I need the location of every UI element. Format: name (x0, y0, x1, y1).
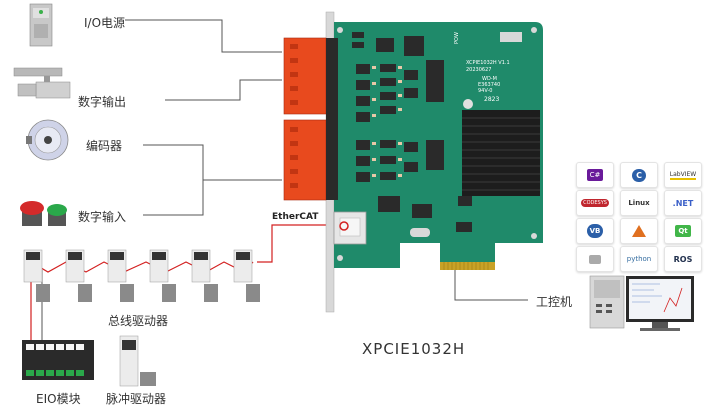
board-cert-2: E363740 (478, 82, 500, 88)
lang-linux-label: Linux (628, 199, 650, 207)
label-ethercat: EtherCAT (272, 212, 319, 222)
lang-python-label: python (626, 255, 652, 263)
lang-vb-label: VB (586, 224, 604, 238)
lang-labview-label: LabVIEW (669, 170, 697, 180)
terminal-blocks (283, 37, 338, 201)
matlab-icon (632, 225, 646, 237)
label-eio-module: EIO模块 (36, 392, 81, 406)
lang-csharp-icon: C# (576, 162, 614, 188)
lang-printer-icon (576, 246, 614, 272)
printer-icon (589, 254, 601, 264)
label-digital-output: 数字输出 (78, 95, 127, 109)
pulse-driver-device (119, 335, 156, 387)
connector-lines (125, 19, 528, 301)
board-cert-3: 94V-0 (478, 88, 492, 94)
lang-python-icon: python (620, 246, 658, 272)
product-title: XPCIE1032H (362, 340, 466, 358)
industrial-pc (589, 275, 694, 331)
label-bus-driver: 总线驱动器 (108, 314, 169, 328)
board-year: 2823 (484, 96, 499, 103)
push-buttons (20, 201, 67, 226)
pcie-edge (440, 262, 495, 270)
ethercat-chain (30, 224, 336, 344)
lang-labview-icon: LabVIEW (664, 162, 702, 188)
board-cert-1: WD-M (482, 76, 497, 82)
lang-vb-icon: VB (576, 218, 614, 244)
lang-ros-icon: ROS (664, 246, 702, 272)
label-encoder: 编码器 (86, 139, 123, 153)
board-components (352, 32, 472, 232)
board-silkscreen: XCPIE1032H V1.1 20230627 WD-M E363740 94… (454, 32, 510, 103)
eio-module-device (22, 340, 94, 380)
lang-qt-icon: Qt (664, 218, 702, 244)
label-ipc: 工控机 (536, 295, 573, 309)
lang-matlab-icon (620, 218, 658, 244)
label-pulse-driver: 脉冲驱动器 (106, 392, 167, 406)
lang-qt-label: Qt (675, 225, 691, 237)
label-digital-input: 数字输入 (78, 210, 127, 224)
lang-linux-icon: Linux (620, 190, 658, 216)
bus-drivers (23, 249, 260, 302)
lang-ros-label: ROS (673, 254, 693, 264)
label-io-power: I/O电源 (84, 16, 126, 30)
lang-codesys-icon: CODESYS (576, 190, 614, 216)
board-date: 20230627 (466, 67, 491, 73)
lang-codesys-label: CODESYS (581, 199, 609, 207)
lang-dotnet-icon: .NET (664, 190, 702, 216)
pneumatic-valve (13, 67, 71, 99)
lang-dotnet-label: .NET (672, 198, 694, 208)
board-model: XCPIE1032H V1.1 (466, 60, 510, 66)
encoder-device (26, 119, 69, 161)
lang-c-icon: C (620, 162, 658, 188)
board-pow: POW (454, 32, 460, 44)
io-power-supply (29, 3, 53, 47)
lang-csharp-label: C# (586, 169, 604, 181)
heatsink (462, 110, 540, 196)
lang-c-label: C (632, 168, 646, 182)
